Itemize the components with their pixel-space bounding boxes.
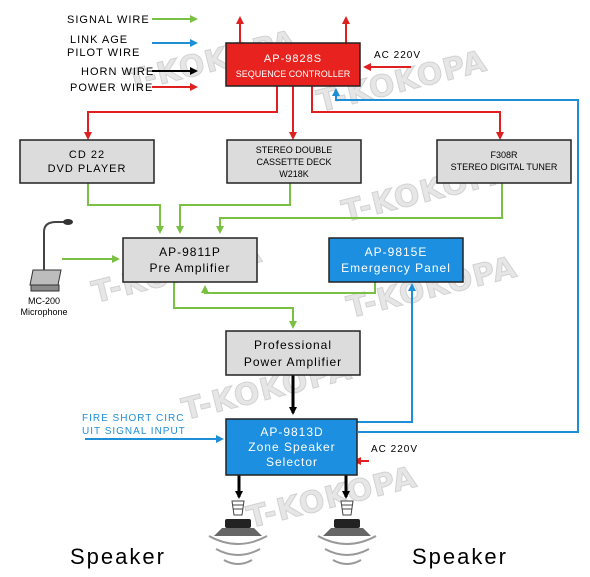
zone-line2: Zone Speaker — [248, 440, 335, 454]
fire-line1: FIRE SHORT CIRC — [82, 413, 184, 424]
preamp-name: Pre Amplifier — [149, 261, 230, 275]
tuner-line2: STEREO DIGITAL TUNER — [451, 162, 558, 172]
legend-horn-label: HORN WIRE — [81, 66, 154, 78]
digital-tuner: F308R STEREO DIGITAL TUNER — [436, 139, 572, 184]
cassette-line2: CASSETTE DECK — [256, 157, 331, 167]
pre-amplifier: AP-9811P Pre Amplifier — [122, 237, 258, 283]
controller-model: AP-9828S — [264, 53, 322, 65]
zone-line3: Selector — [266, 455, 318, 469]
dvd-line2: DVD PLAYER — [48, 163, 127, 175]
dvd-player: CD 22 DVD PLAYER — [19, 139, 155, 184]
speaker-left-label: Speaker — [70, 544, 166, 569]
link-wires — [85, 88, 579, 443]
legend-pilot-label: PILOT WIRE — [67, 47, 140, 59]
controller-ac-label: AC 220V — [374, 50, 421, 61]
fire-line2: UIT SIGNAL INPUT — [82, 426, 186, 437]
sequence-controller: AP-9828S SEQUENCE CONTROLLER — [225, 42, 361, 87]
dvd-line1: CD 22 — [69, 149, 105, 161]
preamp-model: AP-9811P — [159, 245, 221, 259]
emergency-panel: AP-9815E Emergency Panel — [328, 237, 464, 283]
power-amplifier: Professional Power Amplifier — [225, 330, 361, 376]
emergency-name: Emergency Panel — [341, 261, 451, 275]
mic-line1: MC-200 — [28, 296, 60, 306]
legend-link-age-label: LINK AGE — [70, 34, 128, 46]
emergency-model: AP-9815E — [365, 245, 428, 259]
zone-speaker-selector: AP-9813D Zone Speaker Selector — [225, 418, 358, 476]
power-wires — [84, 16, 504, 465]
zone-model: AP-9813D — [260, 425, 323, 439]
horn-wires — [235, 375, 350, 499]
speaker-right-label: Speaker — [412, 544, 508, 569]
cassette-line3: W218K — [279, 169, 309, 179]
microphone-icon — [29, 219, 73, 292]
legend-signal-label: SIGNAL WIRE — [67, 14, 150, 26]
tuner-line1: F308R — [490, 150, 518, 160]
mic-line2: Microphone — [20, 307, 67, 317]
left-speaker-icon — [208, 500, 268, 565]
power-amp-line1: Professional — [254, 338, 332, 352]
power-amp-line2: Power Amplifier — [244, 355, 342, 369]
cassette-deck: STEREO DOUBLE CASSETTE DECK W218K — [226, 139, 362, 184]
signal-wires — [62, 183, 503, 329]
right-speaker-icon — [317, 500, 377, 565]
cassette-line1: STEREO DOUBLE — [256, 145, 333, 155]
legend-power-label: POWER WIRE — [70, 82, 153, 94]
controller-name: SEQUENCE CONTROLLER — [236, 69, 351, 79]
zone-ac-label: AC 220V — [371, 444, 418, 455]
legend: SIGNAL WIRE LINK AGE PILOT WIRE HORN WIR… — [67, 14, 198, 94]
